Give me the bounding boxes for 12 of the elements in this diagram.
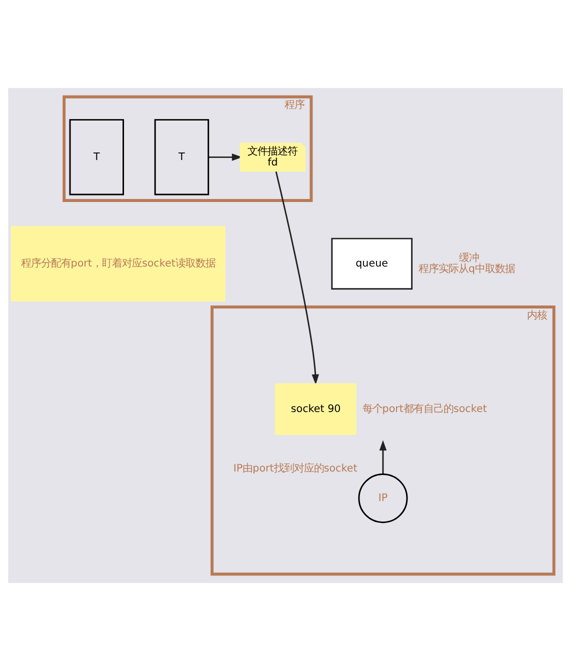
arrow	[379, 440, 387, 474]
node-label: IP由port找到对应的socket	[233, 462, 358, 474]
node-box: T	[154, 118, 210, 195]
node-box: socket 90	[274, 382, 356, 435]
arrow	[208, 153, 242, 160]
node-box: T	[69, 118, 124, 195]
node-box: 程序分配有port，盯着对应socket读取数据	[10, 226, 226, 301]
node-label: 缓冲	[458, 251, 479, 264]
node-label: 每个port都有自己的socket	[362, 402, 487, 414]
node-label: 程序实际从q中取数据	[418, 262, 516, 275]
node-circle: IP	[358, 473, 408, 523]
arrow	[275, 170, 319, 384]
